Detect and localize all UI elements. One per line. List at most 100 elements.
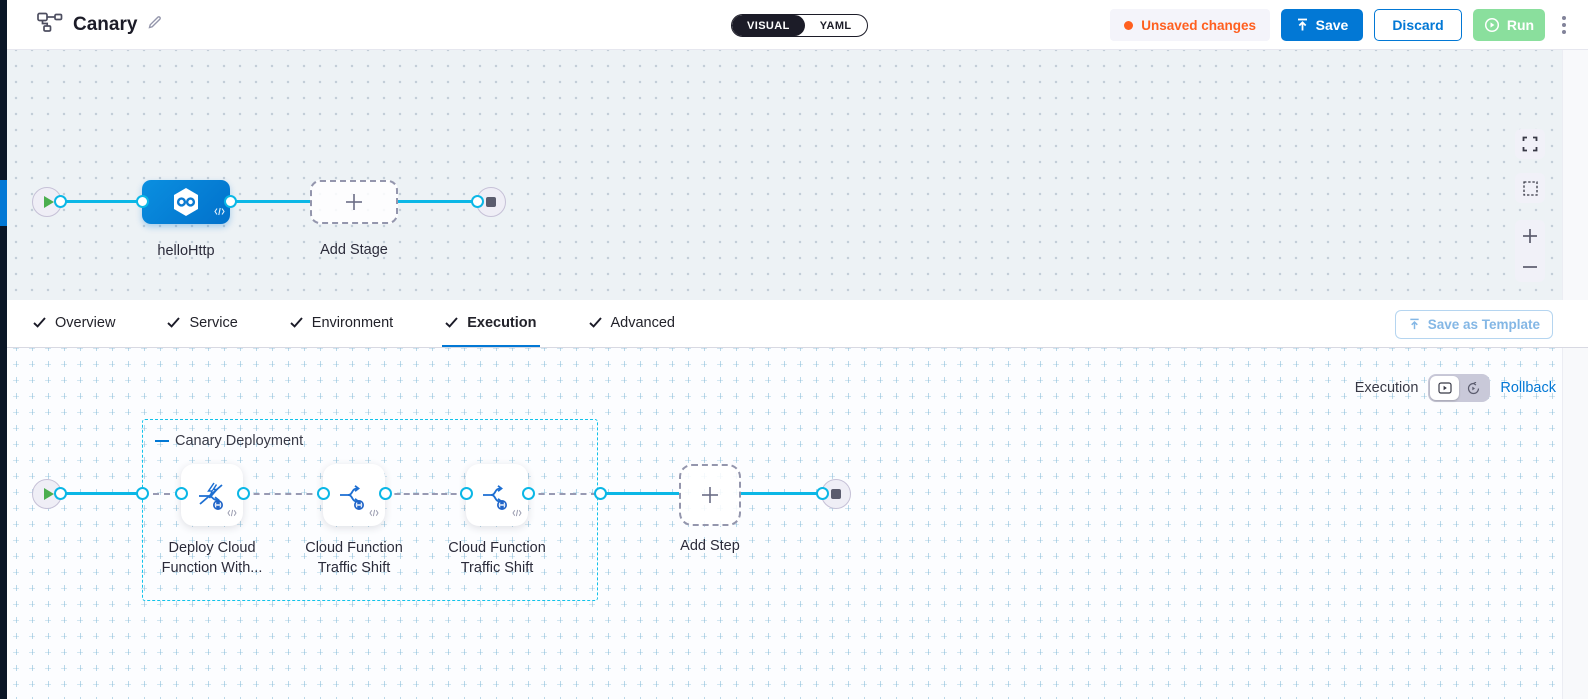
edge — [60, 492, 142, 495]
toggle-yaml[interactable]: YAML — [819, 19, 852, 32]
execution-steps-icon — [1438, 382, 1452, 394]
canvas-right-gutter — [1562, 50, 1588, 699]
step-label: Cloud Function Traffic Shift — [305, 540, 403, 576]
code-glyph-icon — [214, 203, 225, 221]
minus-icon — [1523, 265, 1537, 268]
execution-mode-row: Execution Rollback — [1355, 374, 1556, 402]
connector-port[interactable] — [594, 487, 607, 500]
selected-stage-indicator — [0, 180, 7, 226]
discard-button[interactable]: Discard — [1374, 9, 1462, 41]
connector-port[interactable] — [54, 195, 67, 208]
connector-port[interactable] — [522, 487, 535, 500]
check-icon — [167, 317, 181, 328]
tab-advanced[interactable]: Advanced — [586, 300, 679, 347]
connector-port[interactable] — [237, 487, 250, 500]
nav-collapse-rail — [0, 0, 7, 699]
connector-port[interactable] — [460, 487, 473, 500]
edge — [741, 492, 822, 495]
toggle-visual[interactable]: VISUAL — [732, 15, 805, 36]
plus-icon — [346, 194, 362, 210]
tab-execution[interactable]: Execution — [442, 300, 540, 347]
upload-icon — [1410, 318, 1419, 330]
step-node-deploy-cloud-function[interactable] — [181, 464, 243, 526]
upload-icon — [1297, 18, 1307, 31]
marquee-select-button[interactable] — [1515, 173, 1545, 203]
run-play-icon — [1484, 17, 1499, 33]
plus-icon — [1523, 228, 1537, 243]
stage-tabs-bar: Overview Service Environment Execution A… — [7, 300, 1588, 348]
edge — [600, 492, 679, 495]
visual-yaml-toggle: VISUAL YAML — [731, 14, 868, 37]
step-node-traffic-shift-2[interactable] — [466, 464, 528, 526]
serverless-hexagon-icon — [174, 188, 198, 216]
connector-port[interactable] — [224, 195, 237, 208]
traffic-shift-icon — [483, 485, 507, 510]
header-actions: Unsaved changes Save Discard Run — [1110, 9, 1572, 41]
edit-title-icon[interactable] — [147, 14, 163, 35]
step-label: Cloud Function Traffic Shift — [448, 540, 546, 576]
stage-node-hellohttp[interactable] — [142, 180, 230, 224]
code-glyph-icon — [227, 504, 237, 522]
save-button[interactable]: Save — [1281, 9, 1363, 41]
add-step-label: Add Step — [680, 538, 740, 554]
deploy-cloud-function-icon — [199, 482, 223, 510]
tab-service[interactable]: Service — [164, 300, 240, 347]
step-group-canary-deployment[interactable]: Canary Deployment — [142, 419, 598, 601]
connector-port[interactable] — [54, 487, 67, 500]
tab-environment[interactable]: Environment — [287, 300, 396, 347]
fullscreen-button[interactable] — [1515, 129, 1545, 159]
code-glyph-icon — [369, 504, 379, 522]
save-as-template-button[interactable]: Save as Template — [1394, 310, 1553, 339]
edge — [230, 200, 310, 203]
step-group-label: Canary Deployment — [155, 433, 303, 449]
zoom-in-button[interactable] — [1515, 220, 1545, 251]
unsaved-changes-label: Unsaved changes — [1141, 17, 1256, 33]
zoom-out-button[interactable] — [1515, 251, 1545, 282]
connector-port[interactable] — [379, 487, 392, 500]
stage-name-label: helloHttp — [157, 243, 215, 259]
more-options-icon[interactable] — [1556, 12, 1572, 38]
traffic-shift-icon — [340, 485, 364, 510]
rollback-icon — [1468, 381, 1480, 394]
unsaved-changes-badge: Unsaved changes — [1110, 9, 1270, 41]
tab-overview[interactable]: Overview — [30, 300, 118, 347]
edge — [243, 493, 323, 495]
start-play-icon — [43, 196, 54, 208]
add-step-node[interactable] — [679, 464, 741, 526]
pipeline-title-group: Canary — [36, 12, 163, 38]
check-icon — [588, 317, 602, 328]
start-play-icon — [43, 488, 54, 500]
page-title: Canary — [73, 13, 138, 35]
connector-port[interactable] — [136, 195, 149, 208]
unsaved-dot-icon — [1124, 20, 1134, 30]
stop-icon — [831, 489, 841, 499]
check-icon — [290, 317, 303, 328]
step-node-traffic-shift-1[interactable] — [323, 464, 385, 526]
edge — [385, 493, 466, 495]
execution-mode-label: Execution — [1354, 380, 1419, 396]
header-bar: Canary VISUAL YAML Unsaved changes Save — [0, 0, 1588, 50]
edge — [528, 493, 597, 495]
stop-icon — [486, 197, 496, 207]
zoom-panel — [1515, 220, 1545, 282]
step-label: Deploy Cloud Function With... — [161, 540, 263, 576]
rollback-link[interactable]: Rollback — [1500, 380, 1556, 396]
connector-port[interactable] — [816, 487, 829, 500]
code-glyph-icon — [512, 504, 522, 522]
connector-port[interactable] — [175, 487, 188, 500]
add-stage-node[interactable] — [310, 180, 398, 224]
connector-port[interactable] — [317, 487, 330, 500]
group-dash-icon — [155, 439, 169, 443]
edge — [60, 200, 142, 203]
connector-port[interactable] — [136, 487, 149, 500]
pipeline-end-node[interactable] — [476, 187, 506, 217]
connector-port[interactable] — [471, 195, 484, 208]
check-icon — [33, 317, 46, 328]
edge — [398, 200, 477, 203]
run-button[interactable]: Run — [1473, 9, 1545, 41]
pipeline-graph-icon — [36, 12, 63, 38]
marquee-icon — [1522, 180, 1538, 196]
rollback-mode-button[interactable] — [1459, 376, 1488, 400]
execution-mode-button[interactable] — [1430, 376, 1460, 400]
